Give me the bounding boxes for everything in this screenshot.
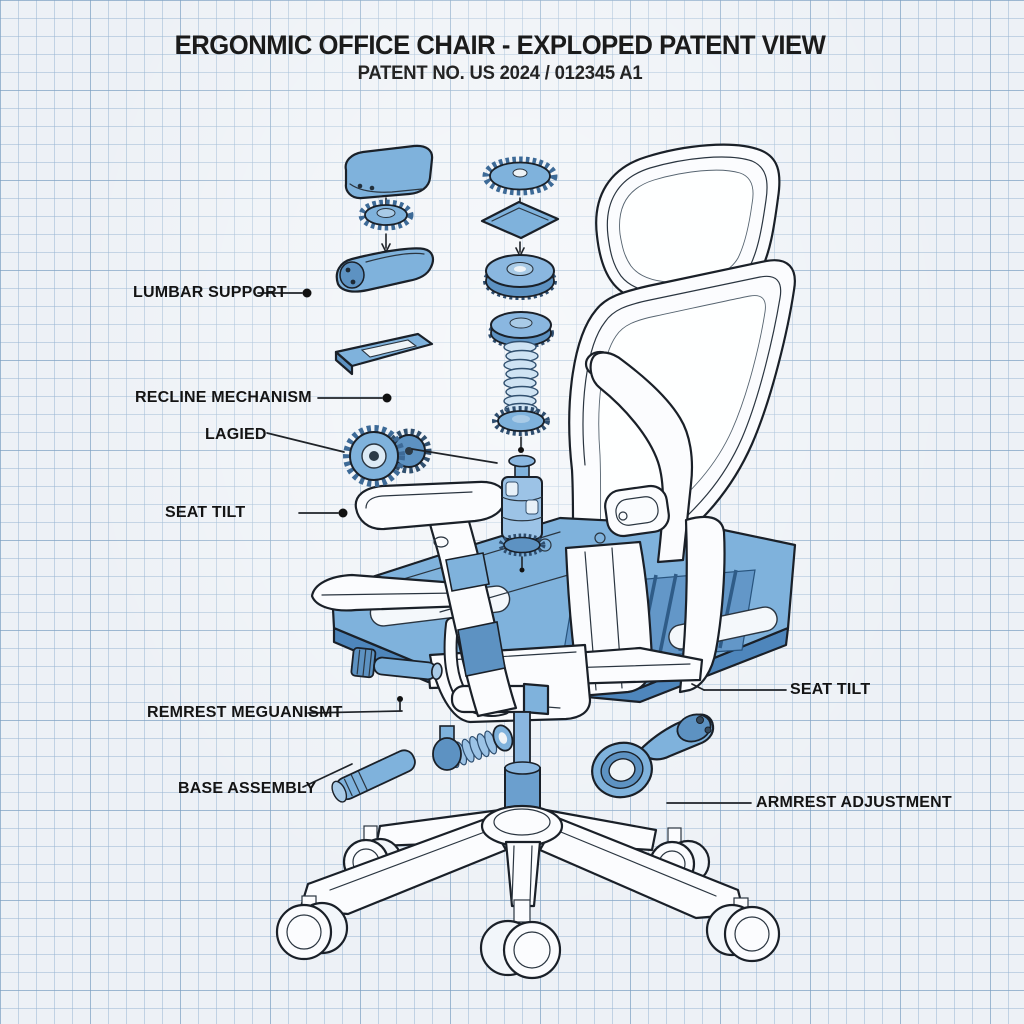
label-remrest-mechanism: REMREST MEGUANISMT [147,704,343,721]
part-gear-thick [483,254,557,300]
down-arrow [515,241,525,257]
caster-right [705,897,781,963]
back-support-strip [678,515,726,694]
part-lumbar-bracket [335,247,435,293]
patent-number: PATENT NO. US 2024 / 012345 A1 [357,63,643,84]
part-gear-top [482,156,558,196]
label-lagied: LAGIED [205,426,267,443]
part-adjuster-disc [358,199,414,231]
leader-lines [257,288,787,804]
part-top-plate [344,144,434,200]
base-leg-front [504,840,542,908]
armrest-pad [354,480,507,531]
diagram-title: ERGONMIC OFFICE CHAIR - EXPLOPED PATENT … [174,30,826,60]
label-lumbar-support: LUMBAR SUPPORT [133,284,287,301]
label-armrest-adjustment: ARMREST ADJUSTMENT [756,794,952,811]
label-base-assembly: BASE ASSEMBLY [178,780,317,797]
part-tension-lever [331,724,514,803]
part-spring-column [488,311,554,453]
base-star [275,804,781,980]
coil-spring [503,340,539,416]
caster-front [479,899,562,980]
part-piston-assembly [498,454,546,573]
label-recline-mechanism: RECLINE MECHANISM [135,389,312,406]
lever-handle [331,749,416,803]
part-slot-plate [334,332,434,376]
caster-left [275,895,349,961]
label-seat-tilt-right: SEAT TILT [790,681,871,698]
base-hub [480,804,564,848]
label-seat-tilt-left: SEAT TILT [165,504,246,521]
part-diamond-plate [480,200,560,240]
down-arrow [381,233,391,253]
part-gear-pair [343,425,432,487]
part-armrest-clamp [591,713,715,799]
armrest [354,480,518,718]
part-tension-rod [350,646,443,681]
